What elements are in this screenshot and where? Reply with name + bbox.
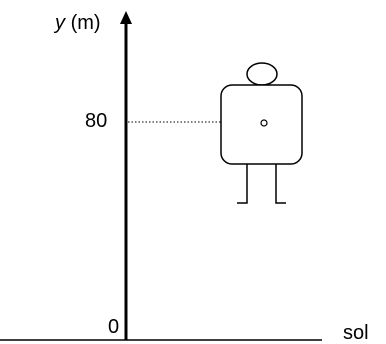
y-axis-title: y (m) — [55, 13, 101, 33]
y-axis-unit: (m) — [70, 12, 101, 34]
y-tick-label-80: 80 — [85, 110, 108, 132]
ground-label: sol — [343, 322, 369, 344]
y-tick-label-0: 0 — [108, 316, 120, 338]
character-left-leg — [237, 164, 248, 204]
character-right-leg — [275, 164, 286, 204]
y-axis-variable: y — [55, 12, 65, 34]
center-of-mass-dot — [260, 119, 268, 127]
y-axis-arrowhead — [120, 11, 132, 24]
character-head — [246, 62, 278, 86]
